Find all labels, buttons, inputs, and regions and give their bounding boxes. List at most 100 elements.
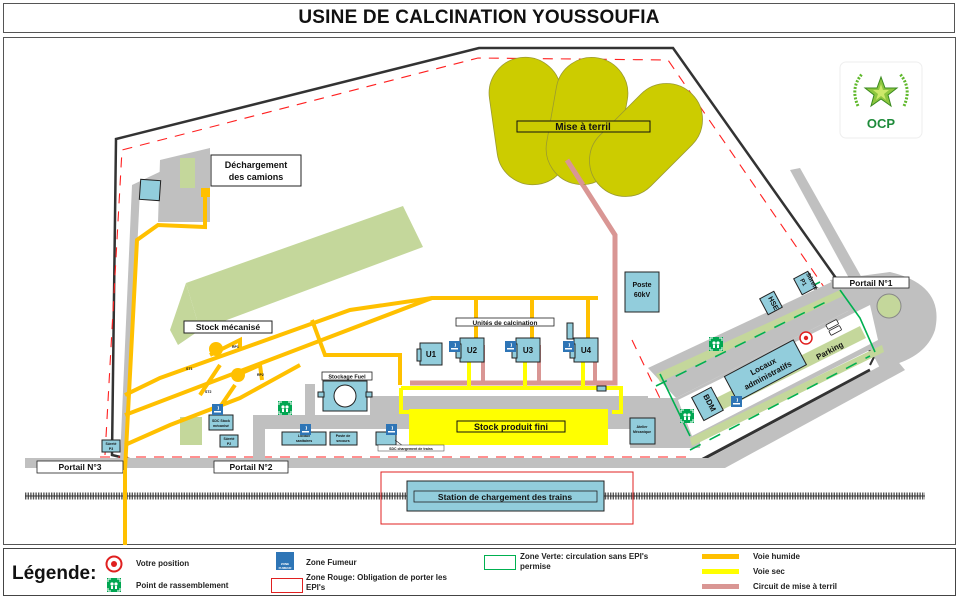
atelier-line2: Mécanique — [633, 430, 651, 434]
locaux-sanitaires-line2: sanitaires — [296, 439, 312, 443]
ocp-star-wreath-icon — [853, 73, 909, 108]
portail-1-label: Portail N°1 — [849, 278, 892, 288]
legend-zone-rouge-line1: Zone Rouge: Obligation de porter les — [306, 573, 447, 582]
mise-a-terril-label: Mise à terril — [555, 122, 611, 133]
small-cabinet — [566, 322, 574, 340]
legend-voie-humide: Voie humide — [753, 552, 800, 561]
target-position-icon — [105, 555, 123, 573]
site-map — [3, 37, 956, 545]
building-surete-p1 — [793, 270, 817, 296]
building-surete-p3 — [101, 439, 121, 453]
pink-line-swatch — [702, 584, 739, 589]
votre-position-marker — [799, 331, 813, 345]
sdc-chargement-label: SDC chargement de trains — [389, 447, 433, 451]
building-poste-60kv — [624, 271, 660, 313]
legend: Légende: Votre position Point de rassemb… — [3, 548, 956, 596]
stock-mecanise-label: Stock mécanisé — [196, 322, 261, 332]
page-title: USINE DE CALCINATION YOUSSOUFIA — [298, 7, 660, 28]
st1-label: ST1 — [186, 367, 192, 371]
legend-title: Légende: — [12, 563, 97, 584]
legend-zone-rouge-line2: EPI's — [306, 583, 326, 592]
portail-3-label: Portail N°3 — [58, 462, 101, 472]
portail-2-label-box — [213, 460, 289, 474]
building-u4 — [573, 337, 599, 363]
smoking-zone-icon — [504, 340, 517, 353]
surete-p3-line2: P3 — [109, 447, 113, 451]
u3-label: U3 — [523, 346, 534, 355]
ocp-logo: OCP — [839, 61, 923, 139]
smoking-zone-icon — [730, 395, 743, 408]
surete-p3-line1: Sûreté — [106, 442, 117, 446]
surete-p2-line1: Sûreté — [224, 437, 235, 441]
roundabout — [876, 293, 902, 319]
rp1-label: RP1 — [232, 345, 239, 349]
u4-label: U4 — [581, 346, 592, 355]
poste-60kv-line1: Poste — [632, 282, 651, 289]
green-area-dechargement — [180, 158, 195, 188]
green-area-sw — [180, 417, 202, 445]
site-map-canvas: Mise à terril Stock produit fini — [25, 46, 937, 545]
road-south — [25, 458, 725, 468]
locaux-sanitaires-line1: Locaux — [298, 434, 310, 438]
circuit-mise-a-terril — [410, 158, 618, 386]
legend-circuit-terril: Circuit de mise à terril — [753, 582, 838, 591]
red-zone-swatch — [271, 578, 303, 593]
stockage-fuel-label-box — [321, 371, 373, 381]
smoking-zone-icon — [562, 340, 575, 353]
dechargement-line2: des camions — [229, 172, 284, 182]
stock-produit-fini-label: Stock produit fini — [474, 422, 548, 432]
page-title-box: USINE DE CALCINATION YOUSSOUFIA — [3, 3, 955, 33]
st2-label: ST2 — [205, 390, 211, 394]
legend-votre-position: Votre position — [136, 559, 190, 568]
legend-zone-fumeur: Zone Fumeur — [306, 558, 357, 567]
green-zone-swatch — [484, 555, 516, 570]
roundabout-area — [830, 272, 937, 368]
building-surete-p2 — [219, 434, 239, 448]
legend-zone-verte-line1: Zone Verte: circulation sans EPI's — [520, 552, 649, 561]
u1-label: U1 — [426, 350, 437, 359]
legend-voie-sec: Voie sec — [753, 567, 785, 576]
building-dechargement — [138, 178, 162, 202]
stock-produit-fini-area — [409, 409, 608, 445]
poste-secours-line2: secours — [336, 439, 349, 443]
legend-zone-verte-line2: permise — [520, 562, 551, 571]
ocp-logo-text: OCP — [867, 116, 896, 131]
car-icon — [825, 319, 842, 336]
poste-60kv-line2: 60kV — [634, 292, 651, 299]
building-poste-secours — [329, 431, 358, 446]
yellow-line-swatch — [702, 569, 739, 574]
stock-mecanise-label-box — [183, 320, 273, 334]
station-trains-label: Station de chargement des trains — [438, 492, 572, 502]
road-ne — [790, 168, 862, 280]
mise-a-terril-label-box — [516, 120, 651, 133]
voie-sec — [399, 362, 623, 414]
rp2-hopper — [231, 368, 245, 382]
green-zone-line — [655, 299, 831, 387]
portail-1-label-box — [832, 276, 910, 289]
building-bdm — [690, 386, 724, 422]
surete-p1-line2: P1 — [798, 278, 807, 288]
surete-p2-line2: P2 — [227, 442, 231, 446]
building-hse — [759, 290, 783, 316]
sdc-stock-line2: mécanisé — [213, 424, 229, 428]
red-zone-boundary — [104, 57, 825, 456]
green-area-stock — [186, 206, 423, 330]
dechargement-line1: Déchargement — [225, 160, 288, 170]
rp1-hopper — [209, 342, 223, 356]
smoking-zone-icon — [211, 403, 224, 416]
sdc-stock-line1: SDC Stock — [212, 419, 230, 423]
portail-3-label-box — [36, 460, 124, 474]
poste-secours-line1: Poste de — [336, 434, 351, 438]
dechargement-label-box — [210, 154, 302, 187]
portail-2-label: Portail N°2 — [229, 462, 272, 472]
smoking-zone-icon — [385, 423, 398, 436]
rp2-label: RP2 — [257, 373, 264, 377]
atelier-line1: Atelier — [637, 425, 649, 429]
assembly-point-icon — [708, 336, 724, 352]
assembly-point-icon — [106, 577, 122, 593]
u2-label: U2 — [467, 346, 478, 355]
building-u3 — [515, 337, 541, 363]
orange-line-swatch — [702, 554, 739, 559]
smoking-zone-icon — [448, 340, 461, 353]
smoking-zone-icon: ZONE FUMEUR — [276, 552, 294, 570]
